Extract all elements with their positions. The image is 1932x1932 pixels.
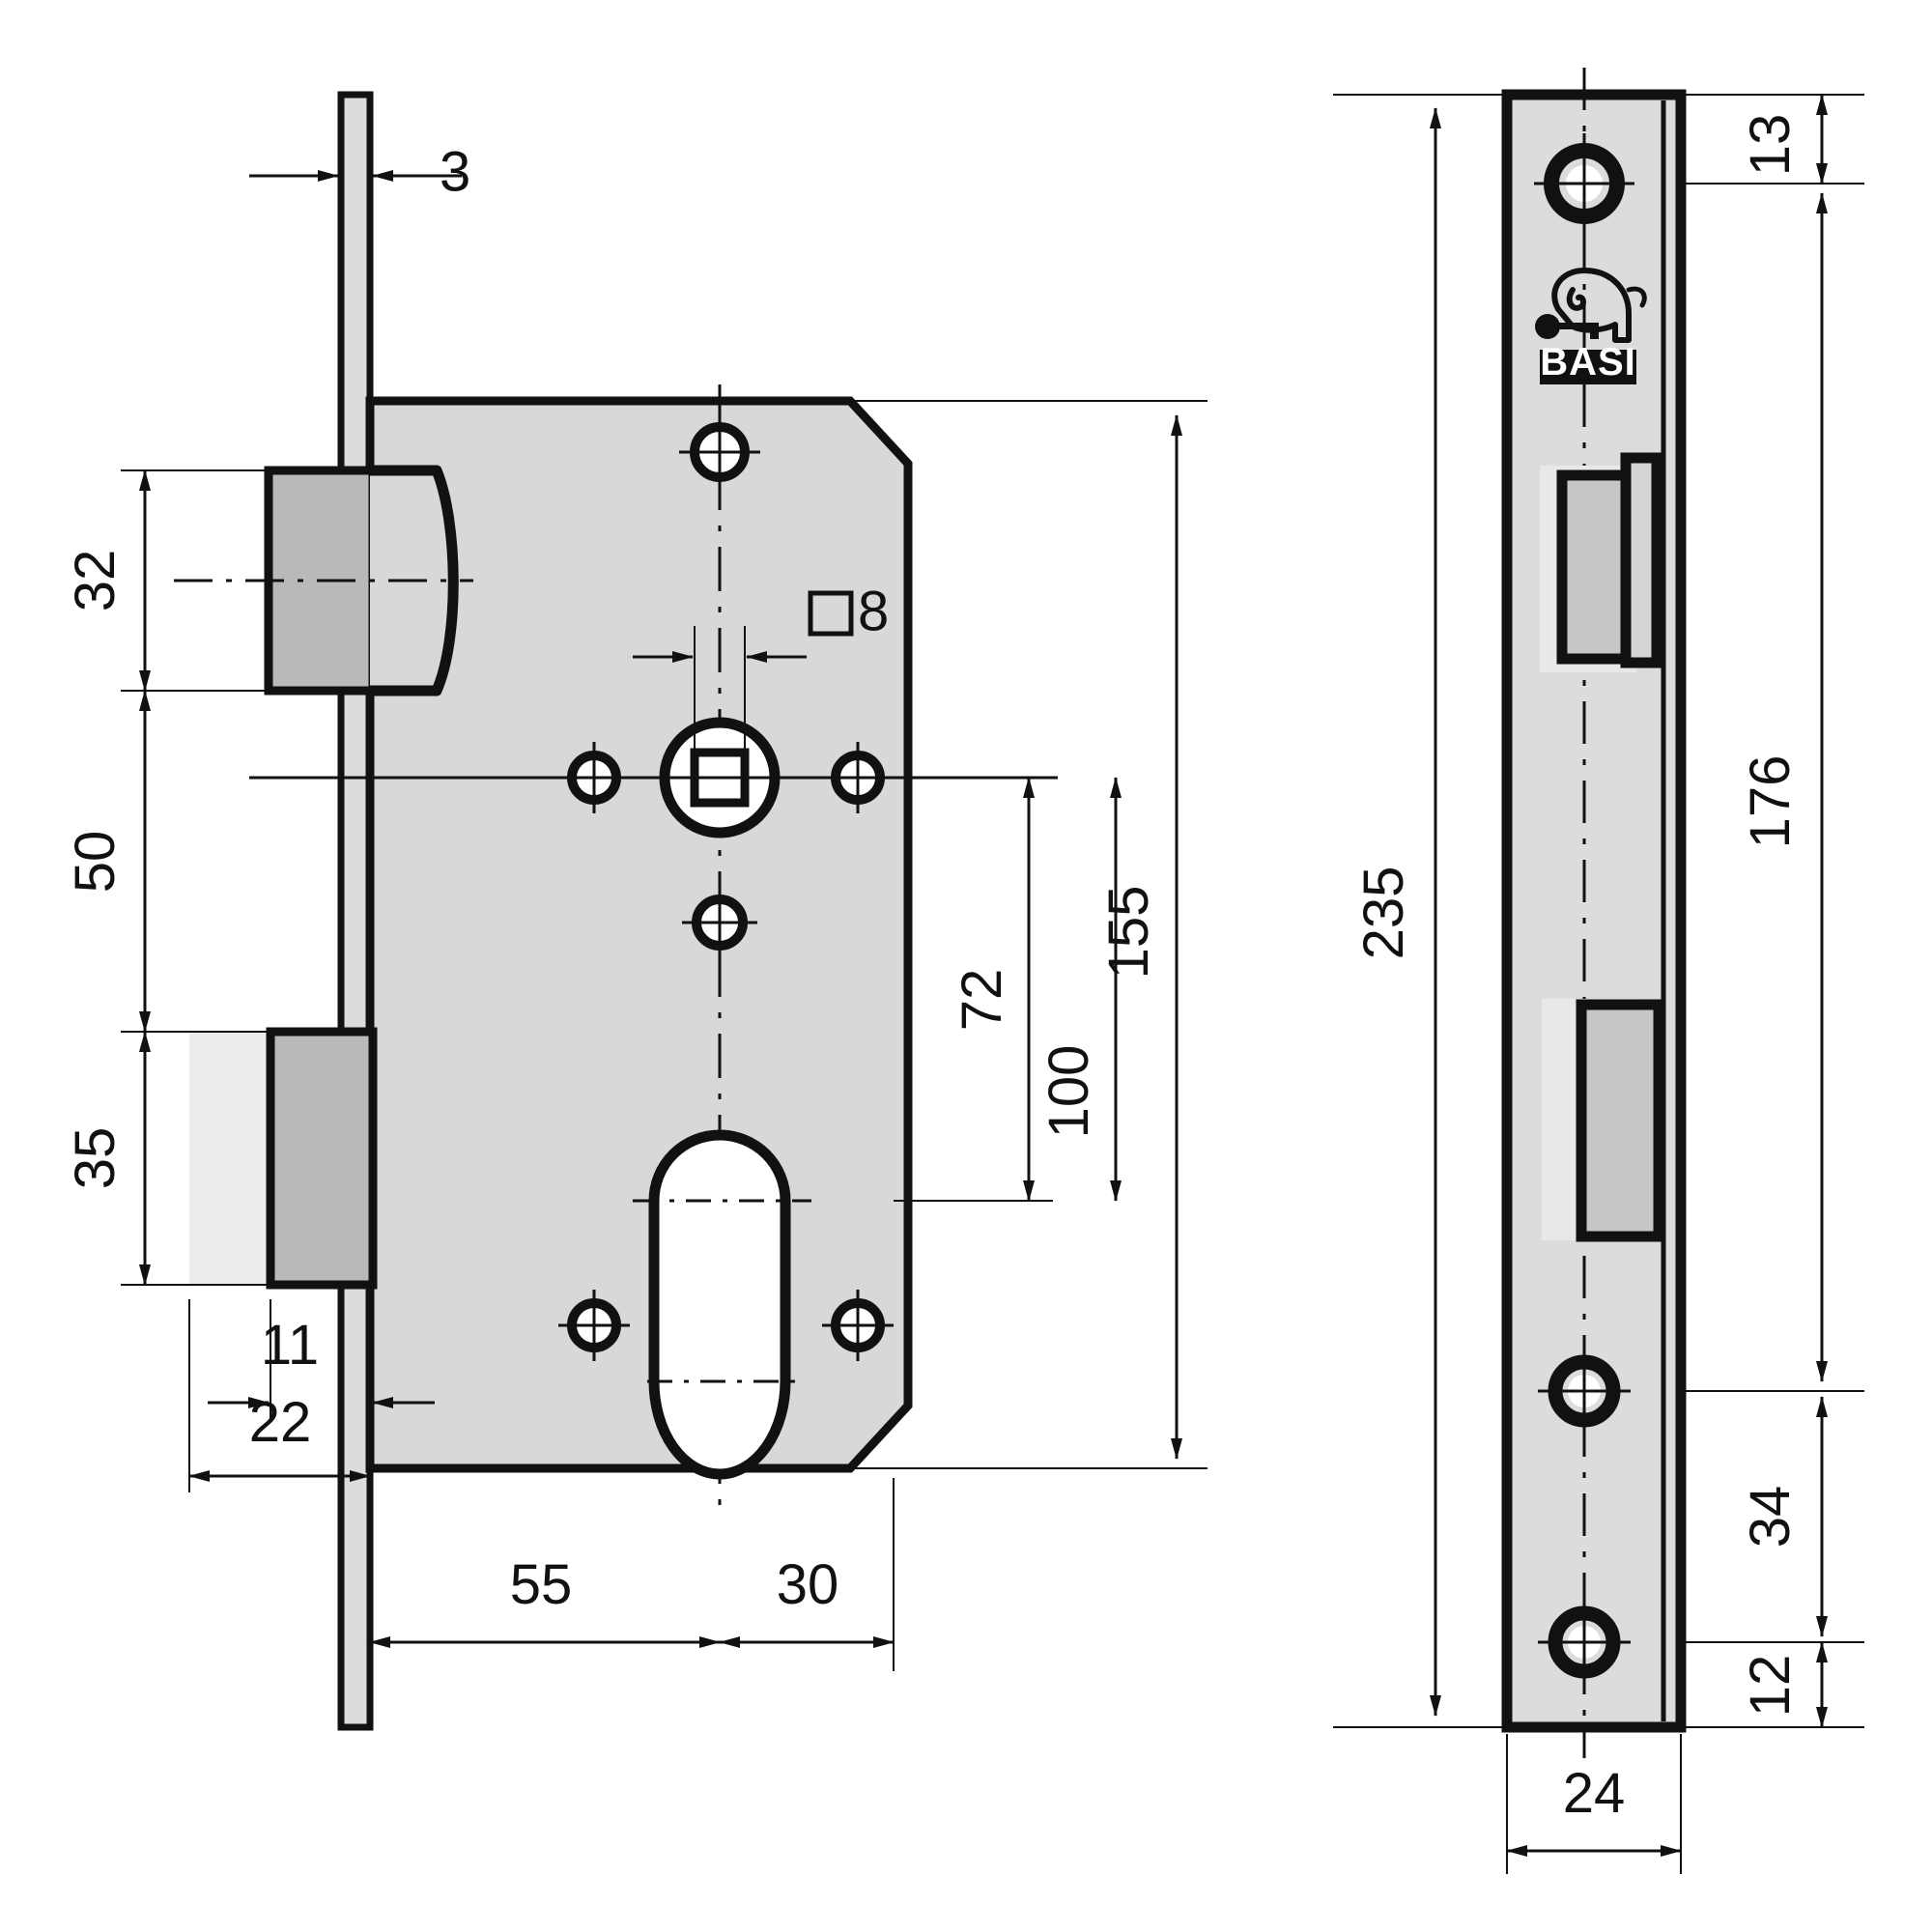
dim-55: 55: [369, 1546, 721, 1671]
cylinder-profile: [648, 1129, 791, 1480]
key-bow-icon: [1535, 314, 1560, 339]
bolt-ghost-outline: [189, 1032, 278, 1285]
dim-72-label: 72: [951, 969, 1013, 1032]
euro-cylinder-cutout: [633, 1129, 811, 1480]
key-shaft-icon: [1558, 323, 1599, 329]
fixing-hole-right-lower: [822, 1290, 894, 1361]
dim-176: 176: [1739, 192, 1828, 1382]
dim-3: 3: [249, 106, 470, 203]
dim-11-label: 11: [261, 1314, 319, 1377]
dim-34: 34: [1681, 1390, 1864, 1643]
screw-hole-mid-lower: [1538, 1345, 1631, 1437]
elephant-tail-icon: [1626, 286, 1647, 308]
dim-13: 13: [1681, 94, 1864, 185]
dim-24-label: 24: [1563, 1762, 1626, 1825]
elephant-trunk-icon: [1566, 287, 1587, 311]
dim-12: 12: [1681, 1641, 1864, 1728]
front-section-view: 3 32 50 35 11: [64, 91, 1208, 1731]
square-symbol-icon: [808, 590, 854, 637]
dim-50-label: 50: [64, 831, 127, 894]
screw-hole-top: [1534, 133, 1634, 234]
dim-155-label: 155: [1097, 886, 1160, 980]
faceplate-bolt-opening: [1542, 999, 1664, 1242]
dim-32-label: 32: [64, 550, 127, 612]
dim-24: 24: [1506, 1734, 1682, 1874]
dim-12-label: 12: [1739, 1655, 1802, 1718]
key-bit-icon: [1590, 329, 1599, 339]
dead-bolt: [266, 1027, 378, 1290]
dim-235-label: 235: [1352, 867, 1415, 960]
dim-30: 30: [719, 1478, 895, 1671]
dim-235: 235: [1333, 94, 1503, 1728]
dim-22-label: 22: [249, 1391, 312, 1454]
dim-32: 32: [64, 469, 290, 692]
basi-wordmark-text: BASI: [1540, 341, 1636, 384]
dim-35: 35: [64, 1031, 290, 1286]
fixing-hole-left-mid: [558, 742, 630, 813]
dim-11: 11: [208, 1299, 435, 1420]
dim-3-label: 3: [440, 140, 470, 203]
dim-22: 22: [188, 1299, 371, 1492]
dim-100-label: 100: [1037, 1045, 1100, 1139]
dim-72: 72: [894, 777, 1053, 1202]
basi-wordmark-plate: [1540, 350, 1636, 384]
faceplate-strip: [337, 91, 374, 1731]
fixing-hole-left-lower: [558, 1290, 630, 1361]
dim-100: 100: [1037, 777, 1122, 1202]
dim-13-label: 13: [1739, 114, 1802, 177]
fixing-hole-centre-lower: [682, 885, 757, 960]
faceplate-body: [1501, 89, 1687, 1733]
dim-50: 50: [64, 690, 290, 1033]
dim-34-label: 34: [1739, 1486, 1802, 1548]
latch-tongue-side: [1620, 452, 1662, 668]
dim-155: 155: [850, 400, 1208, 1469]
dim-square-8: 8: [633, 580, 889, 763]
screw-hole-bottom: [1538, 1596, 1631, 1689]
dead-bolt-front: [1576, 999, 1664, 1242]
fixing-hole-right-mid: [822, 742, 894, 813]
fixing-hole-top: [679, 412, 760, 493]
dead-bolt-head: [266, 1027, 378, 1290]
dim-8-label: 8: [858, 580, 889, 642]
dim-35-label: 35: [64, 1127, 127, 1190]
basi-logo: BASI: [1535, 268, 1647, 384]
faceplate-edge-view: BASI 13: [1333, 68, 1864, 1874]
faceplate-latch-opening: [1540, 452, 1662, 672]
dim-30-label: 30: [777, 1553, 839, 1616]
dim-176-label: 176: [1739, 755, 1802, 849]
dim-55-label: 55: [510, 1553, 573, 1616]
